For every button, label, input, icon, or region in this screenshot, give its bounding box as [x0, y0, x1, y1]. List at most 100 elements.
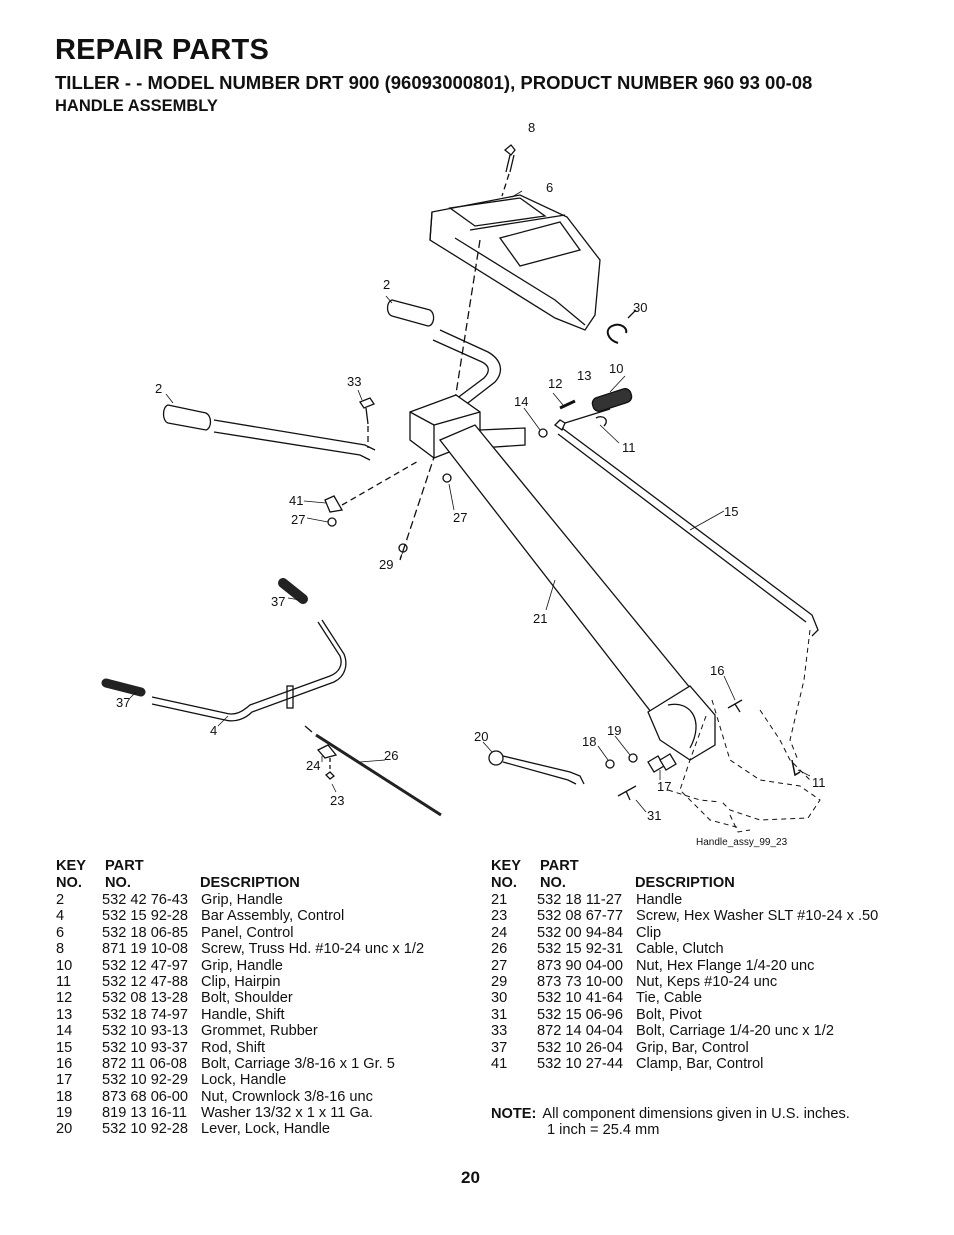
part-number: 532 12 47-88	[102, 973, 189, 990]
lock-hardware-parts	[605, 753, 677, 773]
part-key-no: 20	[56, 1121, 73, 1138]
part-description: Panel, Control	[201, 924, 294, 941]
part-number: 532 10 41-64	[537, 990, 624, 1007]
part-description: Handle	[636, 892, 683, 908]
callout-label: 21	[533, 611, 547, 626]
part-key-no: 23	[491, 908, 508, 925]
part-number: 532 15 92-28	[102, 908, 189, 925]
callout-label: 16	[710, 663, 724, 678]
part-description: Clamp, Bar, Control	[636, 1055, 764, 1072]
part-description: Lever, Lock, Handle	[201, 1121, 330, 1138]
table-row: 23 532 08 67-77 Screw, Hex Washer SLT #10-…	[491, 908, 911, 924]
part-description: Bolt, Carriage 1/4-20 unc x 1/2	[636, 1023, 834, 1040]
page-number: 20	[461, 1168, 480, 1187]
part-key-no: 30	[491, 990, 508, 1007]
callout-label: 33	[347, 374, 361, 389]
part-description: Screw, Hex Washer SLT #10-24 x .50	[636, 908, 879, 925]
part-description: Rod, Shift	[201, 1039, 266, 1056]
callout-label: 27	[453, 510, 467, 525]
part-description: Bolt, Shoulder	[201, 990, 293, 1007]
callout-label: 2	[383, 277, 390, 292]
clip-screw-parts	[316, 744, 338, 780]
parts-table-header: KEY PART NO. NO. DESCRIPTION	[491, 858, 911, 892]
section-heading: HANDLE ASSEMBLY	[55, 97, 218, 115]
table-row: 6 532 18 06-85 Panel, Control	[56, 925, 456, 941]
part-description: Grip, Handle	[201, 957, 283, 974]
part-key-no: 10	[56, 957, 73, 974]
cable-tie-part	[606, 323, 628, 344]
part-key-no: 33	[491, 1023, 508, 1040]
note-line-1: All component dimensions given in U.S. i…	[542, 1106, 850, 1122]
part-number: 532 08 67-77	[537, 908, 624, 925]
part-description: Clip	[636, 924, 662, 941]
part-key-no: 8	[56, 941, 65, 958]
part-key-no: 37	[491, 1039, 508, 1056]
header-key: KEY	[56, 858, 87, 874]
page-title: REPAIR PARTS	[55, 34, 270, 66]
callout-label: 24	[306, 758, 320, 773]
part-number: 532 42 76-43	[102, 892, 189, 908]
part-key-no: 13	[56, 1006, 73, 1023]
part-description: Tie, Cable	[636, 990, 702, 1007]
clutch-cable-part	[315, 733, 442, 817]
part-number: 532 10 92-28	[102, 1121, 189, 1138]
part-description: Handle, Shift	[201, 1006, 285, 1023]
grip-handle-part-upper	[386, 299, 435, 327]
tiller-frame-outline	[667, 629, 821, 833]
screw-8-part	[503, 144, 516, 173]
callout-label: 20	[474, 729, 488, 744]
part-number: 532 10 93-13	[102, 1023, 189, 1040]
part-key-no: 12	[56, 990, 73, 1007]
grip-bar-part-upper	[278, 578, 308, 604]
callout-label: 15	[724, 504, 738, 519]
part-description: Nut, Hex Flange 1/4-20 unc	[636, 957, 815, 974]
header-part: PART	[105, 858, 144, 874]
note-label: NOTE:	[491, 1106, 537, 1122]
main-handle-part	[438, 424, 716, 761]
callout-label: 2	[155, 381, 162, 396]
grip-bar-part-lower	[101, 678, 146, 697]
callout-label: 31	[647, 808, 661, 823]
shift-rod-part	[561, 427, 819, 637]
part-number: 532 18 06-85	[102, 924, 189, 941]
header-no: NO.	[491, 875, 517, 891]
part-key-no: 24	[491, 924, 508, 941]
part-number: 532 15 06-96	[537, 1006, 624, 1023]
callout-label: 14	[514, 394, 528, 409]
diagram-file-label: Handle_assy_99_23	[696, 837, 788, 848]
lock-lever-part	[488, 750, 585, 785]
note-line-2: 1 inch = 25.4 mm	[547, 1122, 660, 1139]
callout-label: 11	[622, 440, 636, 455]
part-number: 532 10 92-29	[102, 1072, 189, 1089]
part-key-no: 6	[56, 924, 65, 941]
part-number: 872 14 04-04	[537, 1023, 624, 1040]
callout-label: 30	[633, 300, 647, 315]
part-number: 873 90 04-00	[537, 957, 624, 974]
part-number: 873 73 10-00	[537, 973, 624, 990]
parts-table-header: KEY PART NO. NO. DESCRIPTION	[56, 858, 456, 892]
part-description: Nut, Keps #10-24 unc	[636, 973, 778, 990]
callout-label: 37	[116, 695, 130, 710]
part-number: 819 13 16-11	[102, 1105, 187, 1122]
grip-handle-part-lower	[162, 404, 212, 431]
handle-bar-part	[213, 329, 502, 461]
part-key-no: 26	[491, 941, 508, 958]
header-description: DESCRIPTION	[635, 875, 735, 891]
part-description: Grip, Bar, Control	[636, 1039, 749, 1056]
callout-label: 29	[379, 557, 393, 572]
table-row: 30 532 10 41-64 Tie, Cable	[491, 990, 911, 1006]
part-key-no: 21	[491, 892, 508, 908]
shift-handle-parts	[538, 388, 633, 438]
